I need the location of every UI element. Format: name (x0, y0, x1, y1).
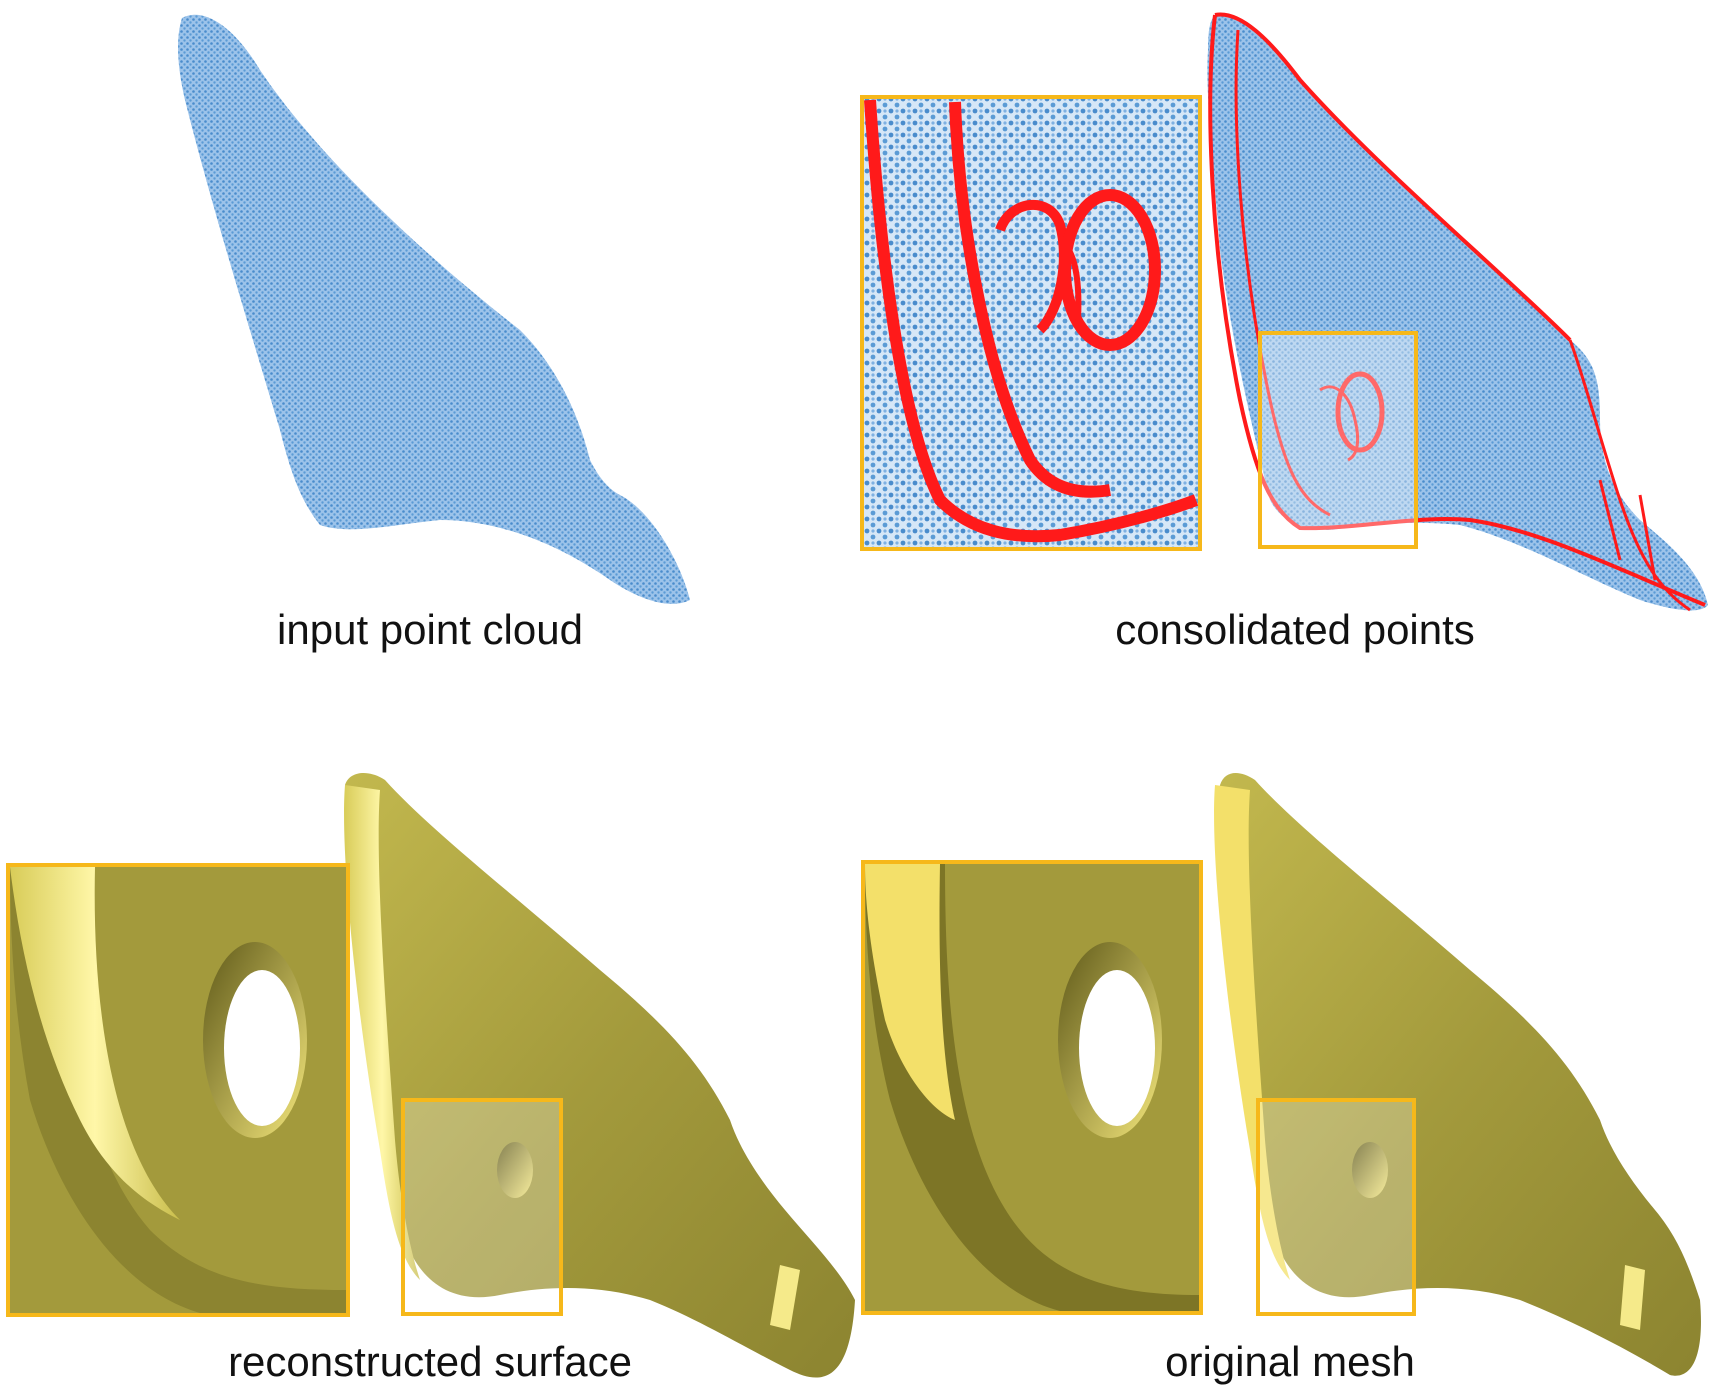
original-mesh-image (861, 773, 1701, 1376)
caption-input-point-cloud: input point cloud (277, 606, 583, 653)
caption-consolidated-points: consolidated points (1115, 606, 1475, 653)
reconstructed-surface-image (6, 773, 855, 1378)
caption-original-mesh: original mesh (1165, 1338, 1415, 1385)
input-point-cloud-image (178, 14, 690, 604)
consolidated-points-image (860, 12, 1708, 612)
caption-reconstructed-surface: reconstructed surface (228, 1338, 632, 1385)
